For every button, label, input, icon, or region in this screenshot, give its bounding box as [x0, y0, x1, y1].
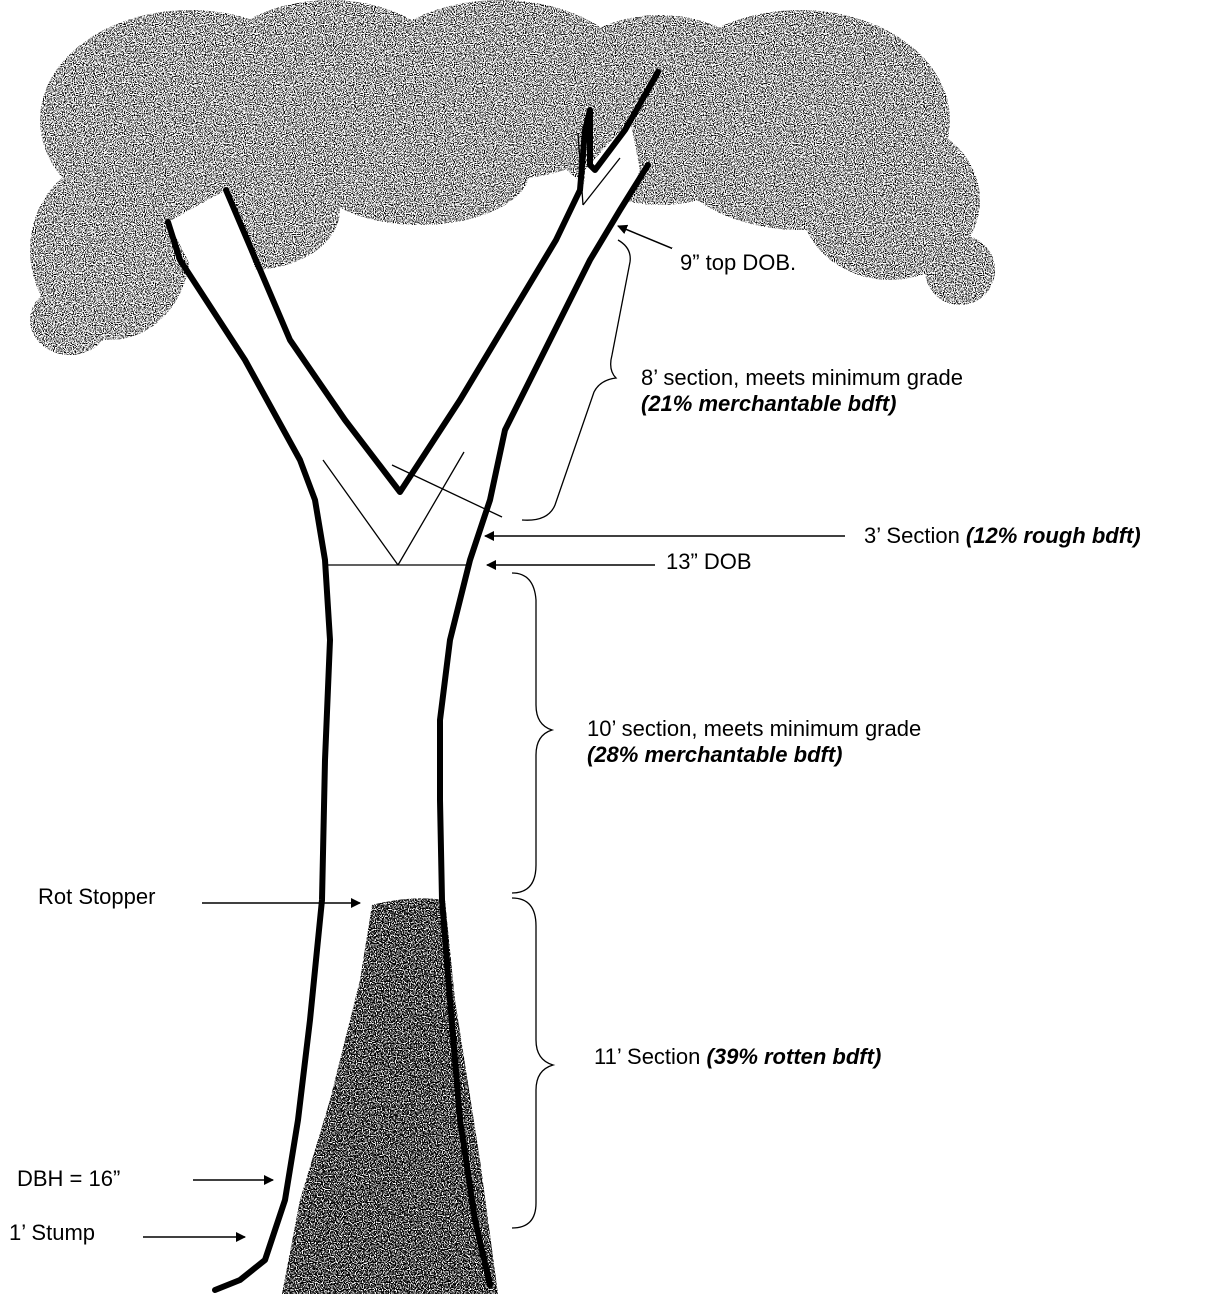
label-13-dob: 13” DOB [666, 549, 752, 575]
section-11-text: 11’ Section [594, 1044, 707, 1069]
label-11ft-section: 11’ Section (39% rotten bdft) [594, 1044, 881, 1070]
brace-11ft [512, 898, 553, 1228]
dob-13-text: 13” DOB [666, 549, 752, 574]
label-top-dob: 9” top DOB. [672, 248, 804, 280]
section-8-note: (21% merchantable bdft) [641, 391, 963, 417]
brace-10ft [512, 573, 552, 893]
section-3-note: (12% rough bdft) [966, 523, 1141, 548]
canopy-foliage [30, 0, 995, 355]
label-3ft-section: 3’ Section (12% rough bdft) [864, 523, 1141, 549]
dbh-text: DBH = 16” [17, 1166, 120, 1191]
section-10-text: 10’ section, meets minimum grade [587, 716, 921, 742]
label-dbh: DBH = 16” [17, 1166, 120, 1192]
rot-stopper-text: Rot Stopper [38, 884, 155, 909]
top-dob-text: 9” top DOB. [680, 250, 796, 275]
section-8-text: 8’ section, meets minimum grade [641, 365, 963, 391]
section-10-note: (28% merchantable bdft) [587, 742, 921, 768]
label-10ft-section: 10’ section, meets minimum grade (28% me… [587, 716, 921, 769]
label-8ft-section: 8’ section, meets minimum grade (21% mer… [641, 365, 963, 418]
section-3-text: 3’ Section [864, 523, 966, 548]
label-stump: 1’ Stump [9, 1220, 95, 1246]
stump-text: 1’ Stump [9, 1220, 95, 1245]
label-rot-stopper: Rot Stopper [38, 884, 155, 910]
section-11-note: (39% rotten bdft) [707, 1044, 882, 1069]
